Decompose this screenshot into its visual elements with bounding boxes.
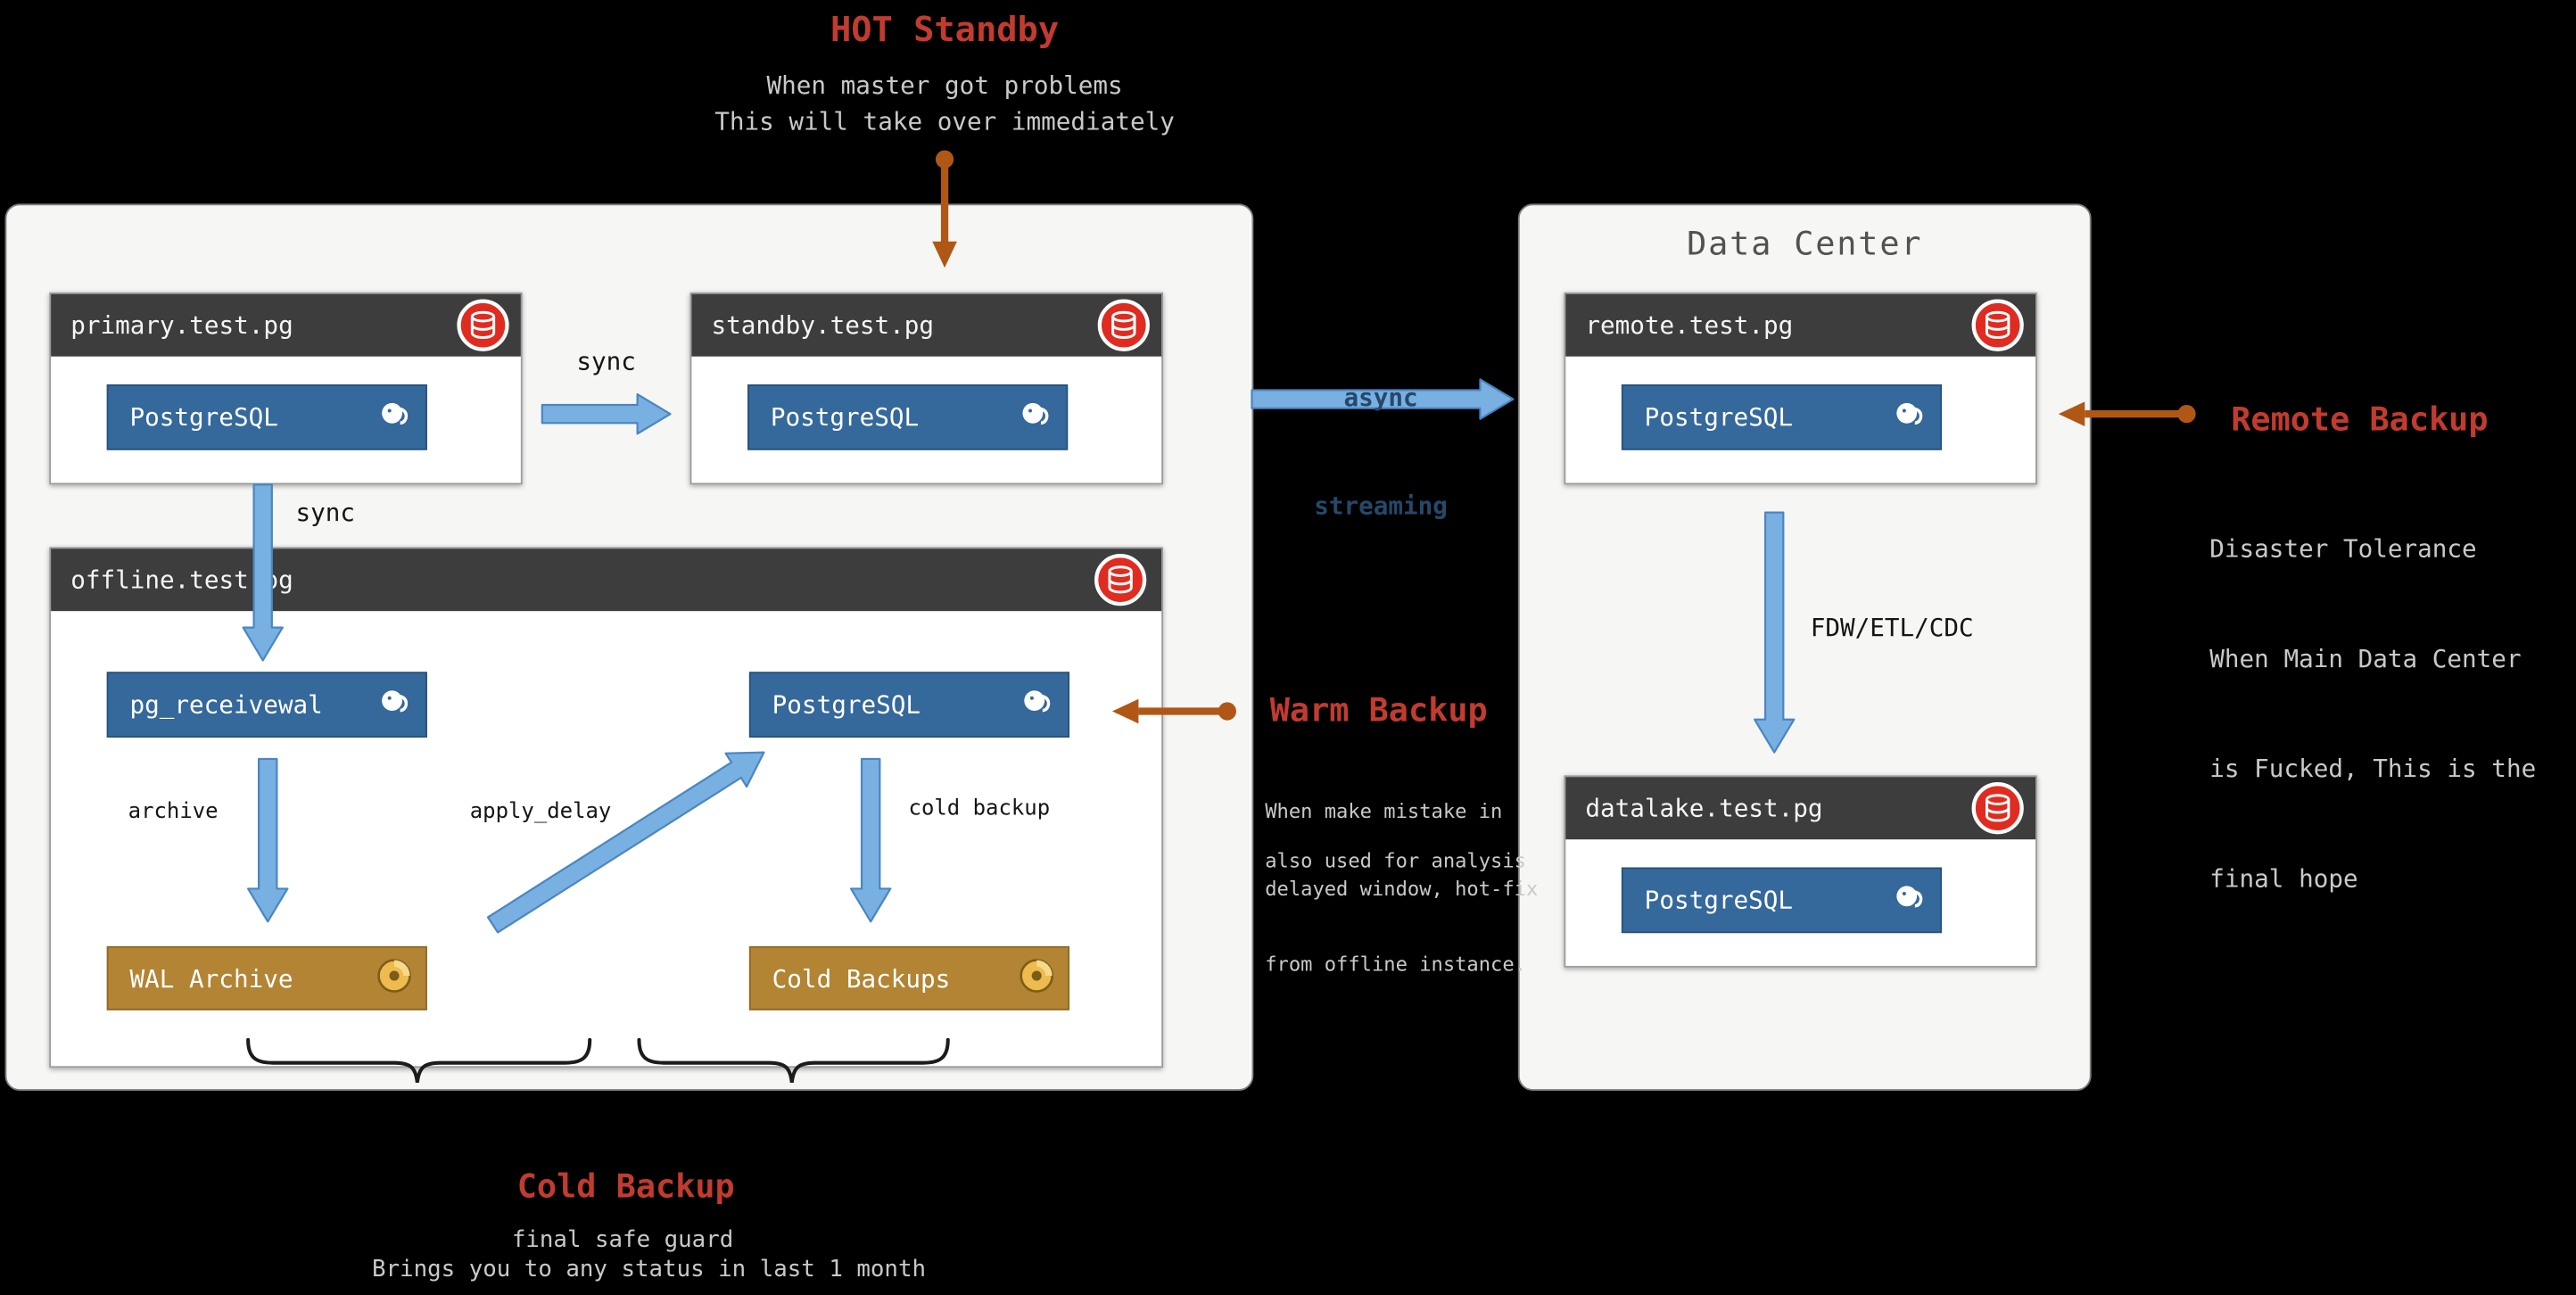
node-datalake-title: datalake.test.pg	[1585, 793, 1823, 823]
postgresql-elephant-icon	[1893, 880, 1926, 920]
postgresql-badge-label: PostgreSQL	[772, 689, 921, 720]
async-streaming-line1: async	[1343, 383, 1418, 413]
postgresql-badge-label: PostgreSQL	[1644, 402, 1794, 433]
node-datalake-header: datalake.test.pg	[1565, 777, 2036, 840]
node-remote-header: remote.test.pg	[1565, 293, 2036, 357]
postgresql-elephant-icon	[378, 398, 411, 437]
postgresql-elephant-icon	[1020, 685, 1053, 724]
database-icon	[1093, 552, 1149, 608]
async-streaming-line2: streaming	[1314, 491, 1448, 521]
postgresql-badge: PostgreSQL	[106, 384, 427, 450]
offline-postgresql-badge: PostgreSQL	[748, 672, 1070, 738]
warm-backup-line1: When make mistake in	[1265, 799, 1503, 823]
postgresql-badge: PostgreSQL	[1621, 867, 1943, 934]
warm-backup-line2: delayed window, hot-fix	[1265, 876, 1539, 900]
postgresql-badge-label: PostgreSQL	[129, 402, 278, 433]
data-center-title: Data Center	[1687, 223, 1923, 263]
postgresql-elephant-icon	[1893, 398, 1926, 437]
hot-standby-title: HOT Standby	[830, 10, 1060, 50]
archive-label: archive	[128, 799, 219, 825]
sync-label-top: sync	[576, 346, 636, 376]
node-primary-title: primary.test.pg	[70, 310, 293, 341]
postgresql-badge-label: PostgreSQL	[770, 402, 920, 433]
node-offline-header: offline.test.pg	[51, 549, 1162, 612]
remote-backup-line3: is Fucked, This is the	[2209, 754, 2537, 785]
node-primary-header: primary.test.pg	[51, 293, 521, 357]
node-standby-title: standby.test.pg	[711, 310, 935, 341]
warm-backup-title: Warm Backup	[1269, 689, 1488, 730]
remote-backup-description: Disaster Tolerance When Main Data Center…	[2209, 457, 2536, 972]
disk-icon	[375, 955, 414, 1002]
database-icon	[455, 297, 511, 353]
cold-backup-title: Cold Backup	[516, 1166, 735, 1206]
database-icon	[1969, 297, 2026, 353]
postgresql-elephant-icon	[378, 685, 411, 724]
node-standby: standby.test.pg PostgreSQL	[689, 292, 1164, 485]
database-icon	[1096, 297, 1152, 353]
sync-label-left: sync	[295, 498, 356, 528]
postgresql-badge: PostgreSQL	[747, 384, 1069, 450]
remote-backup-line4: final hope	[2209, 864, 2358, 895]
cold-backup-line2: Brings you to any status in last 1 month	[372, 1257, 927, 1283]
wal-archive-box: WAL Archive	[106, 945, 427, 1010]
node-datalake: datalake.test.pg PostgreSQL	[1564, 775, 2037, 968]
node-remote: remote.test.pg PostgreSQL	[1564, 292, 2037, 485]
remote-backup-line2: When Main Data Center	[2209, 644, 2522, 674]
postgresql-elephant-icon	[1019, 398, 1052, 437]
remote-backup-title: Remote Backup	[2231, 399, 2489, 439]
hot-standby-line1: When master got problems	[766, 70, 1123, 101]
node-offline-title: offline.test.pg	[70, 565, 293, 595]
node-standby-header: standby.test.pg	[691, 293, 1162, 357]
pg-receivewal-badge: pg_receivewal	[106, 672, 427, 738]
async-streaming-label: async streaming	[1262, 307, 1500, 596]
postgresql-badge: PostgreSQL	[1621, 384, 1943, 450]
cold-backup-line1: final safe guard	[511, 1226, 734, 1254]
warm-backup-description: When make mistake in delayed window, hot…	[1265, 749, 1538, 1029]
remote-backup-line1: Disaster Tolerance	[2209, 533, 2477, 564]
apply-delay-label: apply_delay	[469, 799, 612, 825]
fdw-etl-cdc-label: FDW/ETL/CDC	[1810, 613, 1974, 643]
disk-icon	[1017, 955, 1056, 1002]
postgresql-badge-label: PostgreSQL	[1644, 885, 1794, 915]
pg-receivewal-badge-label: pg_receivewal	[129, 689, 323, 720]
database-icon	[1969, 780, 2026, 837]
wal-archive-label: WAL Archive	[129, 963, 293, 994]
hot-standby-line2: This will take over immediately	[714, 106, 1175, 136]
cold-backups-label: Cold Backups	[772, 963, 951, 994]
node-remote-title: remote.test.pg	[1585, 310, 1794, 341]
cold-backups-box: Cold Backups	[748, 945, 1070, 1010]
node-primary: primary.test.pg PostgreSQL	[49, 292, 523, 485]
warm-backup-line4: also used for analysis	[1265, 849, 1526, 873]
warm-backup-line3: from offline instance.	[1265, 953, 1526, 977]
cold-backup-edge-label: cold backup	[908, 796, 1051, 821]
